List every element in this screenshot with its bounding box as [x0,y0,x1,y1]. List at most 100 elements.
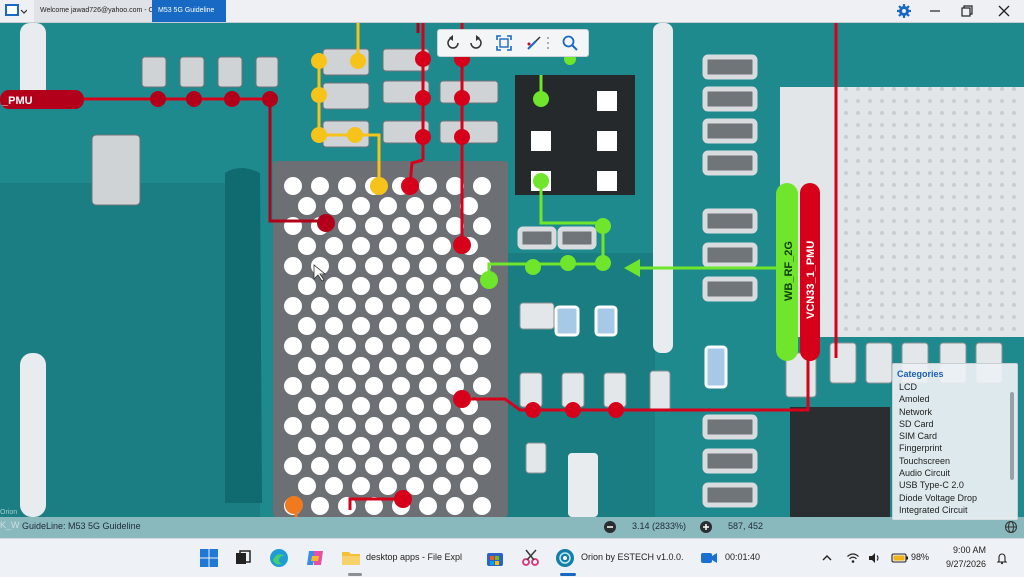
watermark-text: Orion [0,509,18,516]
volume-icon[interactable] [867,551,881,565]
bga-ball [392,417,410,435]
category-diode-voltage-drop[interactable]: Diode Voltage Drop [899,492,978,503]
chevron-up-icon[interactable] [820,551,834,565]
fit-screen-icon[interactable] [494,33,514,53]
bga-ball [460,357,478,375]
orange-point [285,496,303,514]
notification-bell-icon[interactable] [995,551,1009,565]
copilot-icon[interactable] [304,547,326,569]
bga-ball [446,217,464,235]
zoom-level: 3.14 (2833%) [632,521,687,531]
bga-ball [379,477,397,495]
orion-app-indicator [560,573,576,576]
zoom-out-icon[interactable] [603,520,617,534]
store-icon[interactable] [484,547,506,569]
green-points [480,53,611,289]
bga-ball [379,357,397,375]
bga-ball [365,457,383,475]
bga-ball [446,497,464,515]
bga-ball [298,317,316,335]
bga-ball [392,457,410,475]
tab-welcome[interactable]: Welcome jawad726@yahoo.com - Orion [34,0,152,22]
bga-ball [473,497,491,515]
clock-time[interactable]: 9:00 AM [952,545,986,555]
bga-ball [379,197,397,215]
rotate-left-icon[interactable] [443,33,463,53]
globe-icon[interactable] [1004,520,1018,534]
bga-ball [325,197,343,215]
tab-guideline[interactable]: M53 5G Guideline [152,0,226,22]
probe-icon[interactable] [524,33,544,53]
bga-ball [365,217,383,235]
battery-percent: 98% [911,552,930,562]
category-amoled[interactable]: Amoled [899,394,930,405]
bga-ball [419,497,437,515]
bga-ball [338,337,356,355]
bga-ball [433,277,451,295]
net-label-pmu-left[interactable] [0,90,84,109]
category-lcd[interactable]: LCD [899,382,918,392]
bga-ball [325,437,343,455]
gear-icon[interactable] [896,3,912,19]
net-label-rf[interactable] [776,183,798,361]
wifi-icon[interactable] [846,551,860,565]
clock-date[interactable]: 9/27/2026 [945,559,986,569]
orion-app-icon[interactable] [554,547,576,569]
bga-ball [419,337,437,355]
windows-start-icon[interactable] [198,547,220,569]
bga-ball [311,297,329,315]
bga-ball [419,217,437,235]
categories-title: Categories [897,369,944,379]
bga-ball [338,217,356,235]
bga-ball [311,457,329,475]
bga-ball [406,397,424,415]
file-explorer-icon[interactable] [340,547,362,569]
app-menu-icon[interactable] [3,2,27,20]
edge-browser-icon[interactable] [268,547,290,569]
bga-ball [352,237,370,255]
category-audio-circuit[interactable]: Audio Circuit [899,468,951,479]
bga-ball [392,337,410,355]
bga-ball [311,497,329,515]
zoom-in-icon[interactable] [699,520,713,534]
bga-ball [379,277,397,295]
orion-app-label[interactable]: Orion by ESTECH v1.0.0. [581,552,684,562]
bga-ball [338,377,356,395]
rotate-right-icon[interactable] [466,33,486,53]
bga-ball [379,317,397,335]
battery-icon[interactable] [891,551,909,565]
category-network[interactable]: Network [899,406,933,417]
board-view[interactable]: _PMU WB_RF_2G VCN33_1_PMU [0,23,1024,517]
file-explorer-label[interactable]: desktop apps - File Expl [366,552,463,562]
taskbar: desktop apps - File Expl Orion by ESTECH… [0,538,1024,577]
bga-ball [392,217,410,235]
bga-ball [352,317,370,335]
bga-ball [460,317,478,335]
category-sim-card[interactable]: SIM Card [899,431,938,442]
bga-ball [352,477,370,495]
category-integrated-circuit[interactable]: Integrated Circuit [899,504,968,515]
bga-ball [365,297,383,315]
bga-ball [406,317,424,335]
restore-icon[interactable] [959,3,975,19]
bga-ball [446,257,464,275]
bga-ball [392,377,410,395]
bga-ball [419,297,437,315]
close-icon[interactable] [996,3,1012,19]
categories-scrollbar[interactable] [1010,392,1014,480]
search-icon[interactable] [560,33,580,53]
task-view-icon[interactable] [232,547,254,569]
recording-timer: 00:01:40 [725,552,761,562]
bga-ball [352,197,370,215]
category-touchscreen[interactable]: Touchscreen [899,455,951,466]
category-sd-card[interactable]: SD Card [899,418,934,429]
recording-icon[interactable] [698,547,720,569]
minimize-icon[interactable] [927,3,943,19]
title-bar: Welcome jawad726@yahoo.com - Orion M53 5… [0,0,1024,23]
category-fingerprint[interactable]: Fingerprint [899,443,943,454]
snipping-tool-icon[interactable] [520,547,542,569]
net-label-vcn[interactable] [800,183,820,361]
pcb-canvas[interactable]: _PMU WB_RF_2G VCN33_1_PMU [0,23,1024,517]
category-usb-type-c[interactable]: USB Type-C 2.0 [899,480,964,491]
bga-ball [311,337,329,355]
